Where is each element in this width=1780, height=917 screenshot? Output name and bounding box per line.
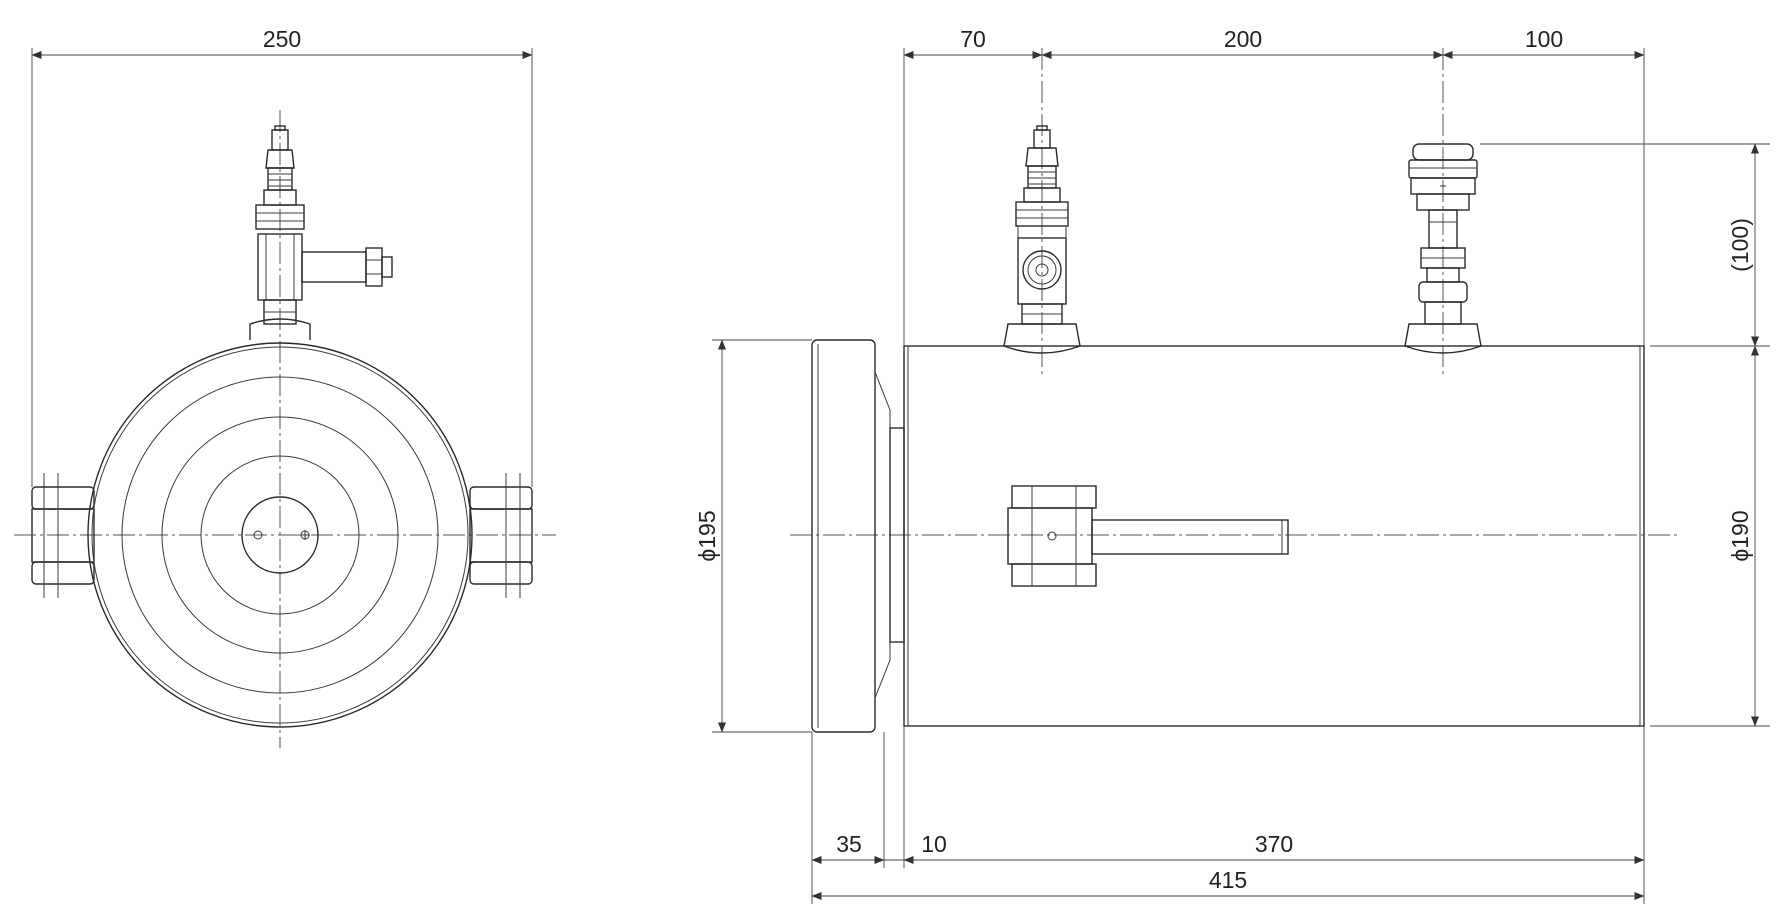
dim-side-top-mid: 200 bbox=[1224, 26, 1262, 52]
boss-hole-left bbox=[253, 530, 263, 540]
dim-side-top-left: 70 bbox=[960, 26, 986, 52]
front-valve bbox=[249, 125, 393, 340]
side-valve-2 bbox=[1404, 143, 1482, 354]
dim-bottom-c: 370 bbox=[1255, 831, 1293, 857]
outer-ring bbox=[87, 342, 473, 728]
side-valve-1 bbox=[1003, 125, 1081, 354]
cylinder-body bbox=[903, 345, 1645, 727]
dim-front-width: 250 bbox=[263, 26, 301, 52]
outer-ring-edge bbox=[91, 346, 469, 724]
dim-dia-right: ϕ190 bbox=[1727, 510, 1753, 561]
right-lug bbox=[469, 473, 533, 598]
dim-height-ref: (100) bbox=[1727, 218, 1753, 272]
end-cap bbox=[811, 339, 876, 733]
dim-overall: 415 bbox=[1209, 867, 1247, 893]
dim-side-top-right: 100 bbox=[1525, 26, 1563, 52]
side-port bbox=[1007, 485, 1289, 587]
side-view: 70 200 100 (100) ϕ190 ϕ195 35 10 370 415 bbox=[694, 26, 1770, 904]
dim-bottom-a: 35 bbox=[836, 831, 862, 857]
ring-4 bbox=[200, 455, 360, 615]
dim-bottom-b: 10 bbox=[921, 831, 947, 857]
center-boss bbox=[241, 496, 319, 574]
ring-3 bbox=[161, 416, 399, 654]
dim-dia-left: ϕ195 bbox=[694, 510, 720, 561]
front-view: 250 bbox=[14, 26, 556, 748]
ring-2 bbox=[121, 376, 439, 694]
left-lug bbox=[31, 473, 95, 598]
